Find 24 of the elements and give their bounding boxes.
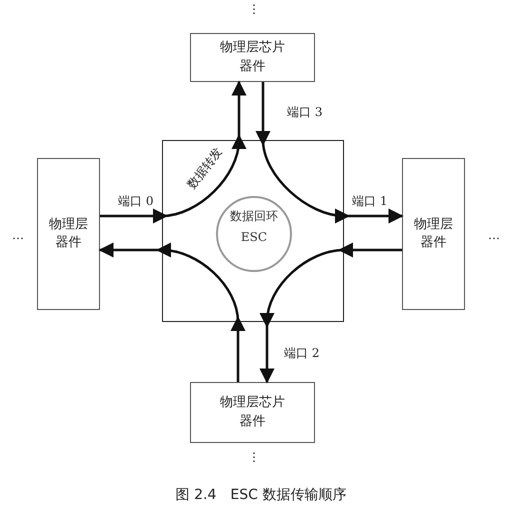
device-label: 物理层器件 — [414, 216, 453, 252]
port-label: 端口 0 — [118, 193, 154, 210]
ellipsis: … — [12, 228, 24, 242]
ellipsis: ⋮ — [248, 2, 260, 16]
device-box — [190, 382, 315, 443]
port-label: 端口 1 — [352, 193, 388, 210]
loop-label: 数据回环 — [229, 208, 279, 225]
port-label: 端口 3 — [287, 104, 322, 121]
arrow — [100, 80, 246, 224]
loop-circle — [216, 196, 292, 272]
esc-label: ESC — [240, 230, 268, 244]
device-label: 物理层芯片器件 — [220, 39, 285, 76]
device-label: 物理层器件 — [49, 216, 88, 252]
device-box — [37, 158, 100, 310]
device-box — [402, 158, 465, 310]
ellipsis: ⋮ — [248, 450, 260, 464]
arrow — [256, 82, 404, 224]
device-label: 物理层芯片器件 — [220, 394, 285, 430]
arrow — [98, 242, 246, 382]
ellipsis: … — [488, 228, 500, 242]
device-box — [190, 33, 315, 82]
figure-caption: 图 2.4 ESC 数据传输顺序 — [174, 486, 348, 504]
port-label: 端口 2 — [284, 345, 320, 362]
arrow — [260, 242, 402, 384]
